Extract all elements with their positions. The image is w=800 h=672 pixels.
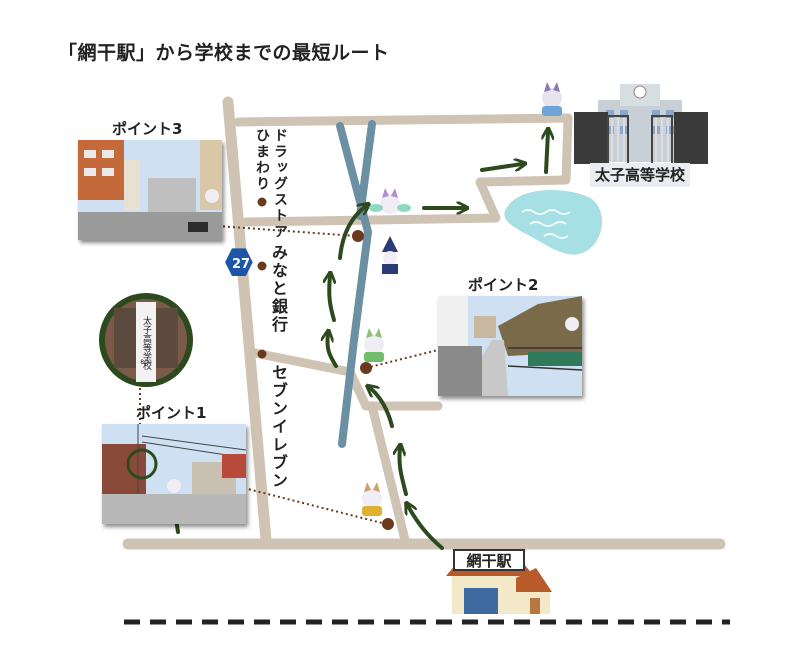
station-building: 網干駅 (446, 549, 552, 614)
pond-waves (521, 209, 571, 239)
marker-seven (257, 349, 267, 359)
map-title: 「網干駅」から学校までの最短ルート (58, 42, 390, 64)
mascot-point1-icon (362, 482, 382, 516)
point-3-label: ポイント3 (112, 120, 183, 138)
pond (504, 190, 602, 255)
marker-drugstore (257, 197, 267, 207)
road-route-vertical (367, 401, 410, 545)
sign-inset: 太子高等学校 800 (99, 293, 193, 387)
roads (122, 96, 726, 550)
sign-sub: 800 (140, 359, 152, 366)
point-1-label: ポイント1 (136, 404, 207, 422)
photo-point-2 (438, 296, 582, 396)
photo-point-1 (102, 424, 246, 524)
photo-point-3 (78, 140, 222, 240)
road-left-vertical (222, 96, 272, 546)
sign-text: 太子高等学校 (141, 315, 152, 371)
drugstore-label: ドラッグストア (272, 128, 288, 240)
mascot-wizard-icon (382, 236, 398, 274)
road-top (233, 113, 573, 127)
school-building (574, 84, 708, 165)
marker-point-2 (360, 362, 372, 374)
bank-label: みなと銀行 (269, 244, 288, 334)
clock-icon (633, 85, 647, 99)
seven-eleven-label: セブンイレブン (269, 364, 288, 490)
mascot-fairy-icon (369, 188, 411, 214)
marker-point-1 (382, 518, 394, 530)
mascot-point2-icon (364, 328, 384, 362)
route-27-badge: 27 (225, 248, 253, 276)
mascot-school-icon (542, 82, 562, 116)
point-2-label: ポイント2 (468, 276, 539, 294)
river (336, 120, 376, 448)
point-markers (257, 197, 394, 530)
marker-point-3 (352, 230, 364, 242)
mascot-icons (362, 82, 562, 516)
road-middle (241, 213, 501, 227)
himawari-label: ひまわり (254, 128, 270, 192)
marker-bank (257, 261, 267, 271)
station-name: 網干駅 (466, 552, 512, 570)
route-number: 27 (232, 257, 250, 272)
school-label: 太子高等学校 (590, 163, 690, 187)
road-zigzag (475, 113, 573, 223)
